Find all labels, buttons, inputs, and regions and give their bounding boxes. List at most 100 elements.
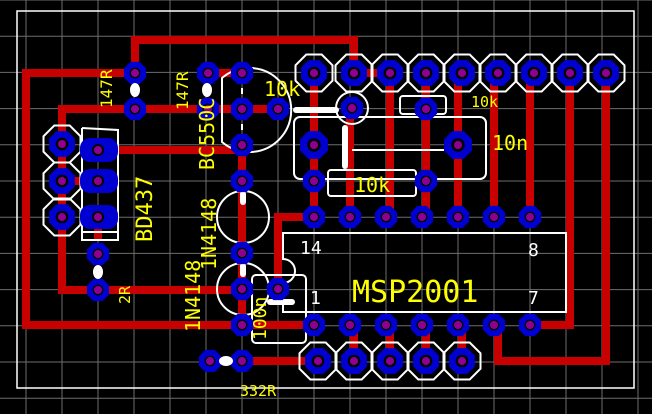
label-r2: 147R [173, 71, 192, 110]
header-j1-pad[interactable] [377, 60, 403, 86]
trace[interactable] [526, 69, 574, 329]
ic-pin1-label: 1 [310, 288, 321, 309]
ic-pin-top[interactable] [410, 205, 434, 229]
ic-pin-bottom[interactable] [518, 313, 542, 337]
pad-via [238, 357, 246, 365]
pad-via [602, 69, 610, 77]
header-j1-pad[interactable] [485, 60, 511, 86]
pad-via [346, 321, 354, 329]
r6-pad[interactable] [86, 278, 110, 302]
ic-pin-top[interactable] [518, 205, 542, 229]
header-j1-pad[interactable] [449, 60, 475, 86]
diode-pad[interactable] [230, 241, 254, 265]
q1-pad[interactable] [230, 133, 254, 157]
header-j2-pad[interactable] [305, 348, 331, 374]
pad-via [454, 213, 462, 221]
r1-pad[interactable] [123, 61, 147, 85]
ic-pin-top[interactable] [482, 205, 506, 229]
header-j3-pad[interactable] [49, 168, 75, 194]
ic-pin-top[interactable] [302, 205, 326, 229]
pad-via [274, 285, 282, 293]
r2-pad[interactable] [196, 61, 220, 85]
header-j1-outline [442, 53, 482, 93]
r6-pad[interactable] [86, 242, 110, 266]
header-j1-pad[interactable] [413, 60, 439, 86]
header-j2-pad[interactable] [413, 348, 439, 374]
header-j1-pad[interactable] [341, 60, 367, 86]
bd437-pad[interactable] [80, 205, 118, 229]
diode-pad[interactable] [230, 313, 254, 337]
pad-via [206, 357, 214, 365]
pad-via [346, 213, 354, 221]
q1-pad[interactable] [266, 97, 290, 121]
header-j1-outline [294, 53, 334, 93]
header-j1-outline [478, 53, 518, 93]
header-j2-pad[interactable] [377, 348, 403, 374]
pad-via [131, 105, 139, 113]
pad-via [386, 69, 394, 77]
pad-via [458, 69, 466, 77]
pad-via [238, 249, 246, 257]
trace[interactable] [494, 69, 610, 365]
pad-via [350, 357, 358, 365]
trimmer-pad[interactable] [340, 96, 364, 120]
header-j2-outline [334, 341, 374, 381]
label-u1: MSP2001 [352, 275, 478, 310]
res-10k-bottom-pad[interactable] [302, 169, 326, 193]
pad-via [94, 146, 102, 154]
header-j2-pad[interactable] [449, 348, 475, 374]
header-j1-pad[interactable] [593, 60, 619, 86]
ic-pin7-label: 7 [528, 288, 539, 309]
q1-pad[interactable] [230, 97, 254, 121]
diode-pad[interactable] [230, 169, 254, 193]
pad-via [204, 105, 212, 113]
res-10k-top-pad[interactable] [414, 97, 438, 121]
ic-pin-bottom[interactable] [482, 313, 506, 337]
pad-via [490, 213, 498, 221]
label-d1: 1N4148 [197, 198, 221, 270]
pad-via [530, 69, 538, 77]
pad-via [274, 105, 282, 113]
header-j2-pad[interactable] [341, 348, 367, 374]
header-j3-pad[interactable] [49, 204, 75, 230]
ic-pin14-label: 14 [300, 238, 322, 259]
label-d2: 1N4148 [181, 260, 205, 332]
label-q2: BD437 [133, 176, 158, 242]
pads [42, 53, 626, 381]
r1-pad[interactable] [123, 97, 147, 121]
r7-pad[interactable] [230, 349, 254, 373]
trace[interactable] [22, 69, 318, 329]
ic-pin-top[interactable] [338, 205, 362, 229]
ic-pin-bottom[interactable] [302, 313, 326, 337]
cap-10n-pad[interactable] [300, 131, 328, 159]
r7-pad[interactable] [198, 349, 222, 373]
q1-pad[interactable] [230, 61, 254, 85]
cap-100n-pad[interactable] [266, 277, 290, 301]
cap-10n-pad[interactable] [444, 131, 472, 159]
label-c1: 10n [492, 131, 528, 155]
ic-pin-top[interactable] [374, 205, 398, 229]
ic-pin-bottom[interactable] [446, 313, 470, 337]
header-j1-outline [586, 53, 626, 93]
header-j1-pad[interactable] [521, 60, 547, 86]
r2-pad[interactable] [196, 97, 220, 121]
r1-body [130, 83, 140, 97]
header-j2-outline [298, 341, 338, 381]
bd437-pad[interactable] [80, 138, 118, 162]
header-j1-pad[interactable] [557, 60, 583, 86]
ic-pin-top[interactable] [446, 205, 470, 229]
label-r7: 332R [240, 382, 277, 400]
ic-pin-bottom[interactable] [374, 313, 398, 337]
header-j3-pad[interactable] [49, 131, 75, 157]
header-j1-pad[interactable] [301, 60, 327, 86]
pad-via [382, 213, 390, 221]
r2-body [202, 83, 212, 97]
diode-pad[interactable] [230, 277, 254, 301]
pad-via [418, 321, 426, 329]
ic-pin-bottom[interactable] [338, 313, 362, 337]
bd437-pad[interactable] [80, 169, 118, 193]
res-10k-bottom-pad[interactable] [414, 169, 438, 193]
ic-pin-bottom[interactable] [410, 313, 434, 337]
label-c2: 100n [250, 297, 271, 340]
